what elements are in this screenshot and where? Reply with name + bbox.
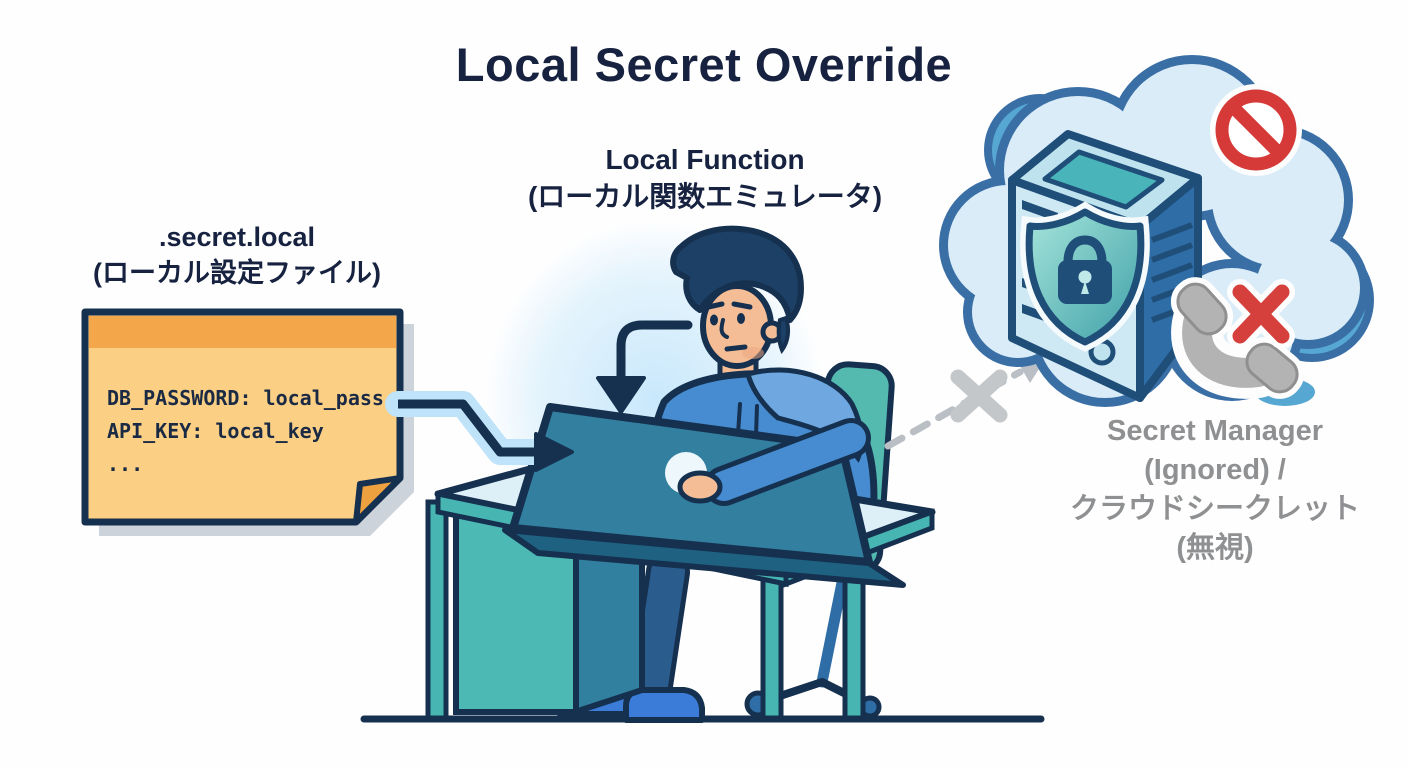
red-x-icon [1227, 279, 1295, 349]
note-arrow-icon [385, 391, 574, 472]
secret-manager-line: (Ignored) / [1144, 454, 1286, 486]
hand [677, 470, 723, 504]
secret-manager-line: (無視) [1176, 532, 1254, 564]
code-line-ellipsis: ... [107, 452, 144, 476]
typing-arm [677, 418, 871, 506]
down-arrow-icon [596, 320, 693, 414]
code-line-api-key: API_KEY: local_key [107, 419, 324, 443]
shoe [623, 687, 705, 723]
note-label: .secret.local (ローカル設定ファイル) [42, 220, 432, 291]
no-entry-icon [1210, 84, 1302, 176]
phone-blocked-icon [1170, 277, 1305, 399]
note-label-en: .secret.local [158, 222, 316, 252]
secret-manager-line: クラウドシークレット [1069, 493, 1360, 525]
eyebrows [701, 301, 753, 311]
secret-manager-line: Secret Manager [1107, 415, 1323, 447]
secret-manager-label: Secret Manager (Ignored) / クラウドシークレット (無… [1060, 412, 1370, 568]
local-function-label: Local Function (ローカル関数エミュレータ) [455, 142, 955, 216]
page-title: Local Secret Override [455, 38, 953, 91]
note-label-ja: (ローカル設定ファイル) [93, 257, 381, 288]
function-label-ja: (ローカル関数エミュレータ) [527, 180, 883, 212]
note-code-block: DB_PASSWORD: local_pass API_KEY: local_k… [107, 382, 397, 481]
hair [670, 225, 804, 323]
shield-lock-icon [1020, 201, 1150, 352]
blocked-dashed-arrow-icon [884, 358, 1046, 450]
gray-x-icon [950, 369, 1008, 423]
code-line-db-password: DB_PASSWORD: local_pass [107, 386, 384, 410]
sticky-note-icon [81, 308, 414, 536]
function-label-en: Local Function [605, 144, 805, 175]
